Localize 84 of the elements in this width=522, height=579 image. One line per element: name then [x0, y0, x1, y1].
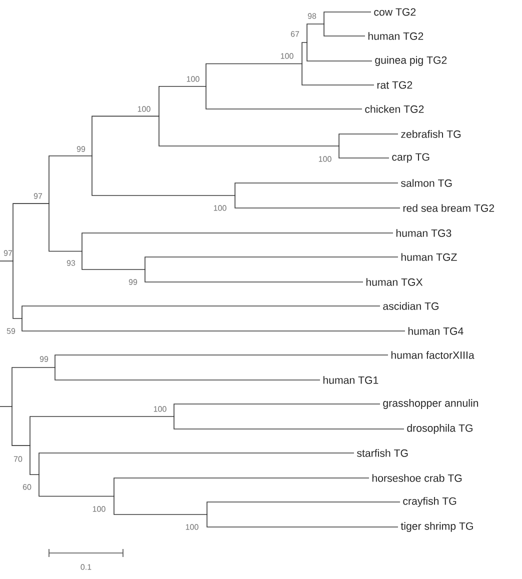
leaf-label: zebrafish TG: [401, 130, 461, 138]
bootstrap-value: 100: [138, 106, 150, 112]
leaf-label: guinea pig TG2: [375, 56, 447, 66]
bootstrap-value: 99: [128, 279, 138, 285]
leaf-label: cow TG2: [374, 8, 416, 16]
bootstrap-value: 99: [76, 146, 86, 152]
tree-branch: [234, 195, 400, 208]
bootstrap-value: 97: [4, 250, 12, 256]
leaf-label: human TG1: [323, 376, 378, 384]
leaf-label: ascidian TG: [383, 302, 438, 310]
tree-branch: [338, 146, 390, 158]
leaf-label: red sea bream TG2: [403, 204, 494, 212]
tree-branch: [144, 256, 398, 270]
tree-branch: [114, 496, 208, 515]
tree-branch: [38, 452, 354, 476]
tree-branch: [206, 514, 398, 528]
tree-branch: [92, 116, 160, 156]
tree-branch: [324, 12, 372, 24]
tree-branch: [22, 306, 380, 319]
tree-branch: [302, 63, 374, 86]
bootstrap-value: 67: [290, 31, 300, 37]
scale-label: 0.1: [80, 564, 92, 570]
tree-branch: [48, 203, 82, 252]
leaf-label: human TG2: [368, 32, 424, 40]
tree-branch: [174, 416, 404, 430]
tree-branch: [54, 367, 320, 380]
leaf-label: carp TG: [392, 153, 430, 163]
leaf-label: horseshoe crab TG: [372, 474, 462, 482]
tree-branch: [206, 63, 302, 87]
leaf-label: starfish TG: [357, 449, 408, 457]
tree-branch: [38, 474, 114, 497]
bootstrap-value: 59: [6, 328, 16, 334]
leaf-label: human TGZ: [401, 253, 457, 261]
tree-branch: [302, 42, 308, 64]
tree-branch: [92, 155, 236, 196]
leaf-label: crayfish TG: [403, 497, 456, 507]
bootstrap-value: 100: [186, 524, 198, 530]
leaf-label: human TG3: [396, 229, 452, 237]
leaf-label: human TG4: [408, 327, 464, 335]
tree-branch: [306, 42, 372, 62]
tree-branch: [30, 416, 174, 446]
tree-branch: [82, 250, 146, 270]
leaf-label: drosophila TG: [407, 424, 472, 434]
bootstrap-value: 70: [14, 456, 22, 462]
leaf-label: tiger shrimp TG: [400, 522, 473, 532]
tree-branch: [0, 406, 12, 407]
tree-branch: [30, 445, 40, 476]
leaf-label: human factorXIIIa: [391, 351, 474, 359]
bootstrap-value: 99: [40, 356, 48, 362]
tree-branch: [114, 478, 370, 497]
bootstrap-value: 100: [186, 76, 200, 82]
tree-branch: [12, 260, 22, 319]
bootstrap-value: 100: [92, 506, 106, 512]
tree-branch: [338, 134, 398, 146]
tree-branch: [54, 354, 388, 368]
bootstrap-value: 100: [280, 53, 294, 59]
bootstrap-value: 93: [66, 260, 76, 266]
leaf-label: chicken TG2: [365, 105, 424, 113]
tree-branch: [174, 404, 380, 417]
bootstrap-value: 100: [154, 406, 166, 412]
tree-branch: [12, 203, 50, 262]
tree-branch: [12, 406, 30, 446]
bootstrap-value: 100: [318, 156, 332, 162]
leaf-label: rat TG2: [377, 81, 412, 89]
tree-branch: [48, 155, 92, 204]
tree-branch: [306, 24, 324, 43]
tree-branch: [234, 182, 398, 196]
tree-branch: [22, 318, 406, 332]
tree-branch: [12, 367, 56, 407]
tree-branch: [0, 260, 14, 262]
tree-branch: [82, 232, 394, 252]
tree-branch: [206, 502, 400, 515]
tree-branch: [158, 116, 340, 146]
leaf-label: grasshopper annulin: [383, 399, 478, 409]
leaf-label: human TGX: [366, 278, 423, 286]
bootstrap-value: 97: [34, 193, 42, 199]
bootstrap-value: 98: [308, 13, 316, 19]
leaf-label: salmon TG: [401, 179, 452, 187]
tree-branch: [324, 24, 366, 36]
tree-branch: [206, 86, 362, 110]
tree-branch: [158, 86, 206, 117]
bootstrap-value: 100: [214, 205, 226, 211]
bootstrap-value: 60: [22, 484, 32, 490]
tree-branch: [144, 269, 364, 282]
